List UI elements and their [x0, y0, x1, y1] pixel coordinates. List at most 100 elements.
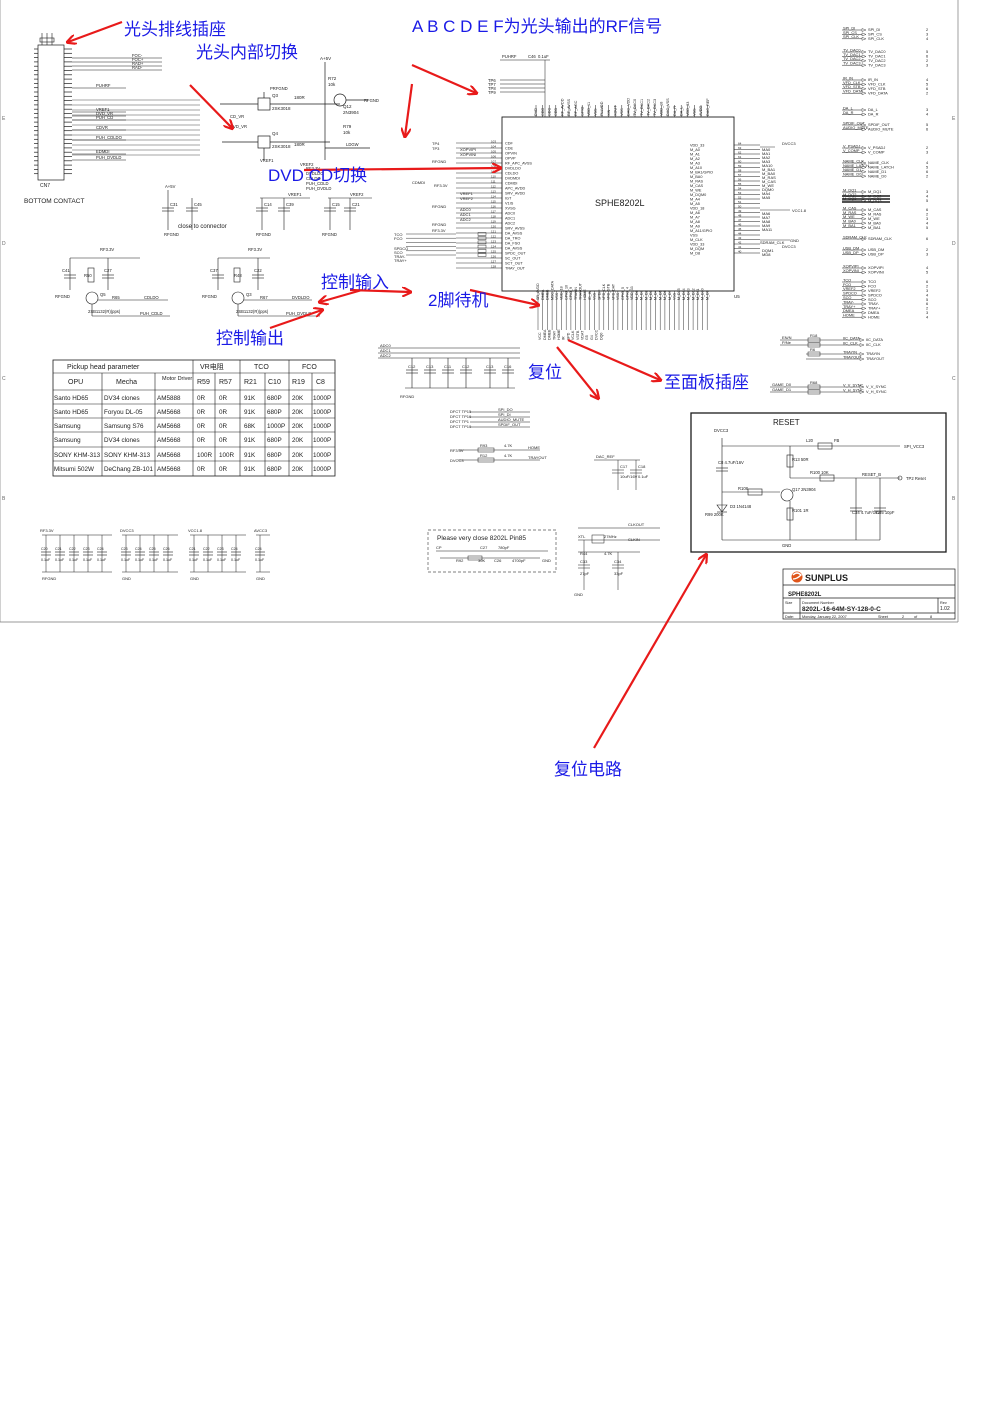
title-main: SPHE8202L: [788, 592, 822, 598]
svg-text:R44: R44: [580, 551, 588, 556]
chip-bottom-label: VFD_STB: [607, 283, 611, 300]
right-net-name: SPI_CLK: [843, 34, 859, 39]
chip-right-pin: VDD_33: [690, 143, 704, 147]
right-net-name: NAME_D1: [843, 167, 861, 172]
chip-pin-num: 47: [738, 218, 742, 222]
chip-bottom-label: MSC_DATA: [550, 280, 554, 300]
chip-right-pin: M_A10: [690, 166, 702, 170]
table-cell: 20K: [292, 423, 304, 430]
chip-top-pin: XIN: [607, 109, 611, 116]
table-cell: 0R: [219, 409, 228, 416]
port-arrow: [861, 28, 867, 32]
decap-gnd-label: RFGND: [42, 576, 56, 581]
right-net-sheet: 6: [926, 169, 928, 174]
right-net-name: VFD_DATA: [843, 89, 863, 94]
right-net-port: DA_R: [868, 112, 879, 117]
table-header: C10: [268, 379, 281, 386]
chip-bottom-label: DMEA: [541, 289, 545, 300]
chip-pin-num: 122: [491, 234, 496, 238]
chip-left-pin: OPVP: [505, 156, 516, 160]
decap-ref: C23: [83, 547, 90, 551]
chip-top-pin: DA_R: [673, 106, 677, 116]
chip-bottom-label: M_D0: [635, 290, 639, 300]
chip-bottom-label: M_D13: [687, 288, 691, 300]
chip-bottom-label: TRAYOUT: [579, 282, 583, 300]
svg-text:D: D: [2, 241, 6, 247]
port-arrow: [861, 212, 867, 217]
svg-text:DAC_REF: DAC_REF: [596, 454, 615, 459]
chip-pin-num: 118: [491, 214, 496, 218]
reset-part-label: RESET_B: [862, 472, 881, 477]
right-net-name: SPDIF_OUT: [843, 120, 865, 125]
svg-text:RFGND: RFGND: [202, 294, 217, 299]
svg-text:RFGND: RFGND: [164, 232, 179, 237]
svg-text:R67: R67: [260, 295, 268, 300]
bottom-net-name: V_V_SYNC: [843, 382, 864, 387]
table-cell: Santo HD65: [54, 409, 89, 416]
chip-left-pin: RF_APC_AVSS: [505, 161, 532, 165]
svg-text:180R: 180R: [294, 142, 306, 147]
reset-part-label: D3 1N4148: [730, 504, 752, 509]
svg-text:SDRAM_CLK: SDRAM_CLK: [760, 240, 785, 245]
svg-text:C46: C46: [528, 54, 536, 59]
right-net-sheet: 2: [926, 27, 928, 32]
table-cell: 0R: [219, 395, 228, 402]
table-cell: 20K: [292, 395, 304, 402]
annotation-dvd-cd: DVD CD切换: [268, 166, 367, 185]
table-cell: Samsung: [54, 423, 81, 430]
right-net-port: SPI_DI: [868, 27, 880, 32]
chip-bottom-label: GPIO_10: [564, 285, 568, 300]
right-net-port: USB_DP: [868, 252, 884, 257]
svg-text:TP8: TP8: [488, 86, 496, 91]
right-net-sheet: 6: [926, 86, 928, 91]
table-cell: 68K: [244, 423, 256, 430]
chip-pin-num: 125: [491, 249, 496, 253]
reset-part-label: R13 50R: [792, 457, 809, 462]
port-arrow: [861, 297, 867, 302]
chip-bottom-label: VFD_DAT: [611, 283, 615, 300]
chip-pin-num: 116: [491, 204, 496, 208]
chip-bottom-label: VDD_18: [560, 286, 564, 300]
chip-bottom-label: SR_AVDD: [536, 283, 540, 300]
right-net-port: NAME_LATCH: [868, 165, 894, 170]
connector-cn7: [34, 44, 72, 181]
port-arrow: [861, 161, 867, 165]
svg-text:R92: R92: [456, 558, 464, 563]
chip-top-pin: TV_DAC1: [640, 99, 644, 116]
right-net-sheet: 6: [926, 207, 928, 212]
right-net-sheet: 2: [926, 58, 928, 63]
chip-right-pin: M_CLK: [690, 238, 703, 242]
right-net-name: XOPVIPI: [843, 263, 859, 268]
svg-text:R65: R65: [112, 295, 120, 300]
right-net-port: V_COMP: [868, 150, 885, 155]
reset-part-label: C8 4.7uF/16V: [718, 460, 744, 465]
right-net-port: USB_DM: [868, 247, 884, 252]
svg-text:TRAY+: TRAY+: [394, 258, 407, 263]
svg-text:PUHRF: PUHRF: [502, 54, 517, 59]
svg-text:4.7K: 4.7K: [504, 443, 513, 448]
chip-left-resistor: [477, 249, 487, 253]
sheet-label: Sheet: [878, 615, 889, 619]
port-arrow: [861, 112, 867, 117]
mid-net-label: PRFGND: [270, 86, 288, 91]
svg-text:0.1uF: 0.1uF: [638, 474, 649, 479]
chip-top-pin: VSS: [620, 108, 624, 116]
svg-text:B: B: [2, 496, 6, 502]
chip-bottom-net: SPD: [566, 332, 570, 340]
annotation-front-panel: 至面板插座: [664, 373, 749, 392]
chip-pin-num: 119: [491, 219, 496, 223]
chip-top-pin: XOUT: [613, 105, 617, 116]
table-cell: 1000P: [313, 395, 331, 402]
right-net-sheet: 6: [926, 54, 928, 59]
chip-bottom-label: M_D9: [705, 290, 709, 300]
annotation-control-output: 控制输出: [216, 329, 284, 348]
svg-text:ADC0: ADC0: [460, 207, 471, 212]
svg-text:0.1uF: 0.1uF: [538, 54, 549, 59]
annotation-text: 光头排线插座 光头内部切换 A B C D E F为光头输出的RF信号 DVD …: [124, 17, 749, 779]
right-net-name: M_RAS: [843, 210, 857, 215]
right-net-name: USB_DM: [843, 245, 859, 250]
table-cell: Mitsumi 502W: [54, 466, 94, 473]
svg-text:A+5V: A+5V: [165, 184, 176, 189]
chip-left-pin: DA_TRO: [505, 236, 520, 240]
